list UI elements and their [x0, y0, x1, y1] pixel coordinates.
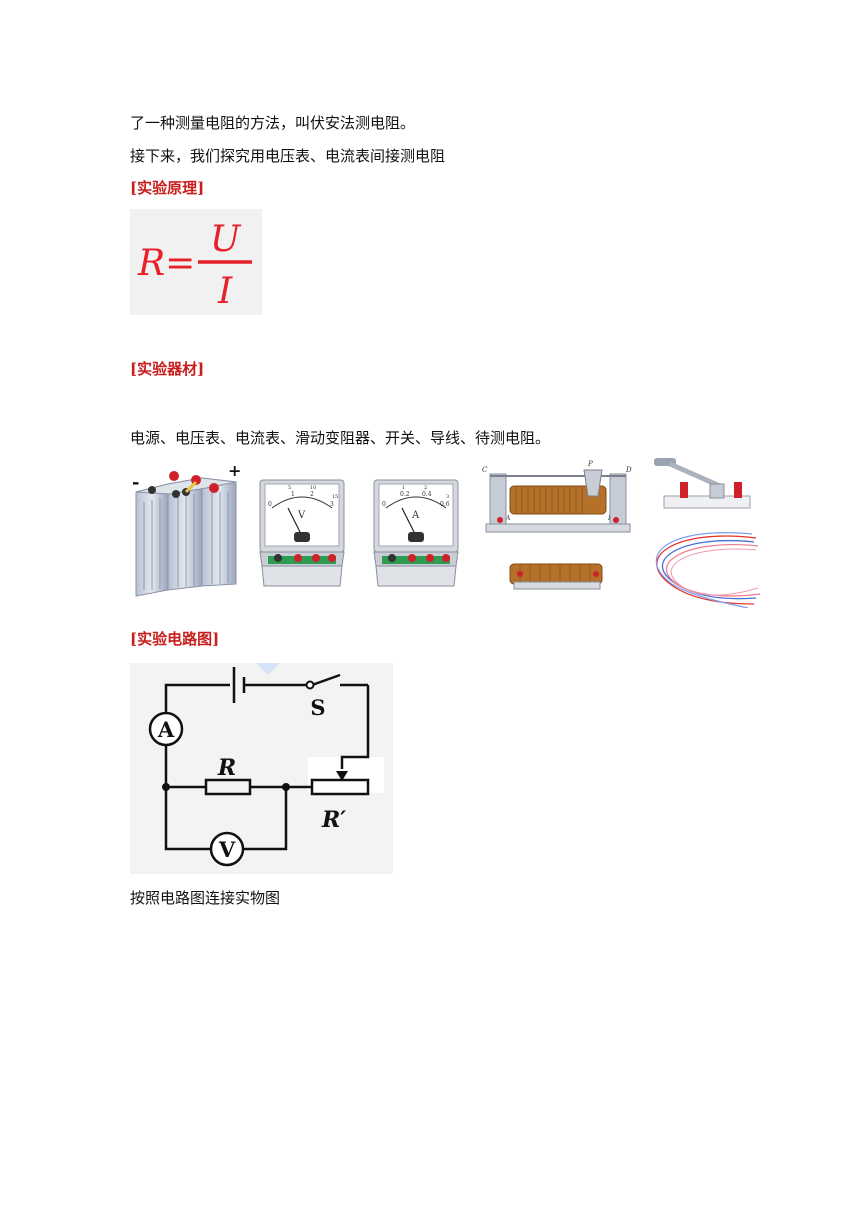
formula-numerator: U [210, 219, 242, 260]
rheostat-slider-arrow [336, 771, 348, 781]
voltmeter-scale-extra-2: 15 [332, 494, 338, 500]
ammeter-symbol: A [411, 510, 420, 521]
switch-blade [311, 673, 341, 687]
ammeter-symbol-circle [148, 711, 184, 747]
formula-image: R= U I [130, 209, 262, 315]
circuit-heading: [实验电路图] [130, 630, 220, 648]
circuit-diagram: A V S R R′ [130, 663, 393, 874]
voltmeter-scale-2: 2 [310, 491, 314, 498]
intro-paragraph: 了一种测量电阻的方法，叫伏安法测电阻。 [130, 114, 416, 132]
junction-right [282, 783, 290, 791]
rheostat-illustration: C P D A B [480, 460, 636, 592]
voltmeter-symbol: V [297, 510, 306, 521]
battery-illustration: - + [130, 461, 242, 598]
voltmeter-needle [287, 507, 303, 537]
ammeter-scale-extra-2: 3 [446, 494, 449, 500]
ammeter-scale-extra-0: 1 [402, 485, 405, 491]
voltmeter-symbol-circle [209, 831, 245, 867]
battery-minus: - [132, 472, 139, 493]
formula-lhs: R= [137, 243, 195, 284]
resistor-r [204, 778, 252, 796]
next-paragraph: 接下来，我们探究用电压表、电流表间接测电阻 [130, 147, 446, 165]
voltmeter-illustration: 0 1 2 3 5 10 15 V [258, 478, 346, 590]
formula-denominator: I [217, 271, 233, 312]
rheostat-terminal-a: A [505, 515, 511, 522]
voltmeter-scale-extra-1: 10 [310, 485, 316, 491]
rheostat-terminal-p: P [587, 460, 593, 468]
ammeter-scale-1: 0.2 [400, 491, 410, 498]
wires-illustration [636, 528, 764, 609]
equipment-heading: [实验器材] [130, 360, 205, 378]
battery-plus: + [228, 462, 241, 480]
circuit-rheostat-label: R′ [321, 807, 346, 833]
materials-paragraph: 电源、电压表、电流表、滑动变阻器、开关、导线、待测电阻。 [130, 429, 551, 447]
voltmeter-scale-0: 0 [268, 501, 272, 508]
ammeter-scale-2: 0.4 [422, 491, 432, 498]
ammeter-scale-3: 0.6 [440, 501, 450, 508]
circuit-resistor-label: R [217, 755, 236, 781]
switch-illustration [650, 456, 754, 512]
voltmeter-scale-3: 3 [330, 501, 334, 508]
junction-left [162, 783, 170, 791]
voltmeter-scale-1: 1 [291, 491, 295, 498]
switch-pivot [305, 680, 315, 690]
ammeter-needle [401, 507, 417, 537]
circuit-switch-label: S [310, 695, 325, 720]
ammeter-scale-extra-1: 2 [424, 485, 427, 491]
principle-heading: [实验原理] [130, 179, 205, 197]
voltmeter-scale-extra-0: 5 [288, 485, 291, 491]
connect-paragraph: 按照电路图连接实物图 [130, 889, 281, 907]
circuit-voltmeter-label: V [218, 837, 236, 862]
ammeter-illustration: 0 0.2 0.4 0.6 1 2 3 A [372, 478, 460, 590]
rheostat-terminal-c: C [482, 466, 488, 474]
rheostat-r-prime [310, 778, 370, 796]
rheostat-terminal-d: D [625, 466, 632, 474]
ammeter-scale-0: 0 [382, 501, 386, 508]
circuit-ammeter-label: A [157, 717, 175, 742]
